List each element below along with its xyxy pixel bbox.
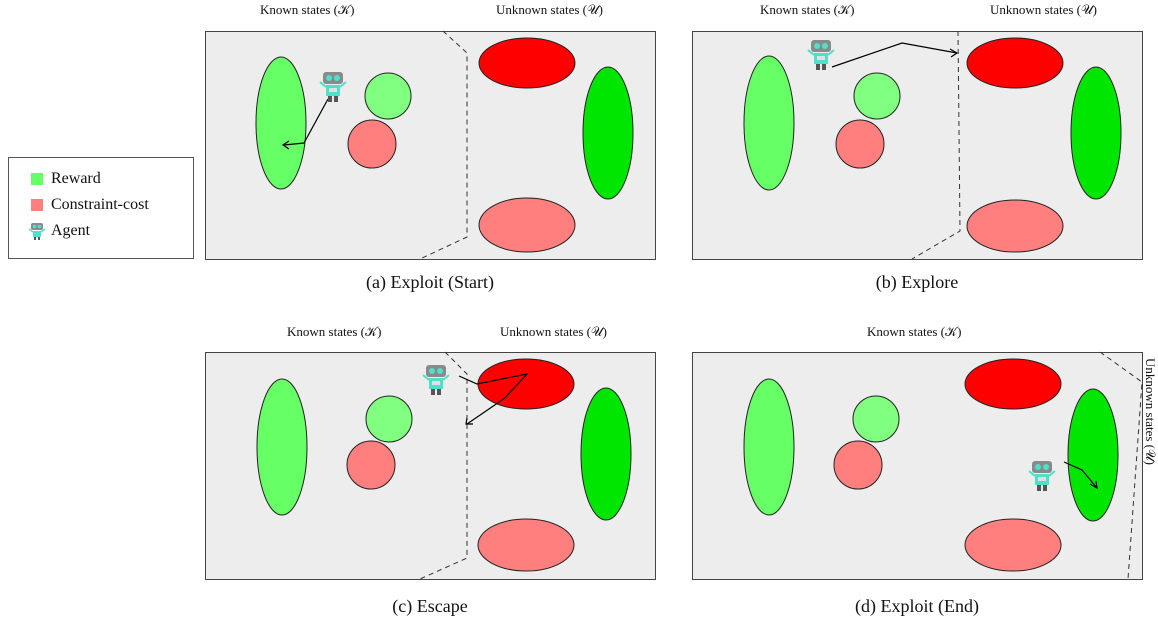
agent-robot-icon xyxy=(807,40,835,70)
constraint-region xyxy=(477,358,575,410)
constraint-region xyxy=(833,440,883,490)
agent-trajectory xyxy=(283,98,329,146)
agent-trajectory xyxy=(831,42,958,68)
agent-trajectory xyxy=(1063,461,1098,489)
panel-c-known-label: Known states (𝒦) xyxy=(287,324,382,339)
agent-robot-icon xyxy=(1028,461,1056,491)
panel-a-caption: (a) Exploit (Start) xyxy=(366,272,494,292)
agent-robot-icon xyxy=(319,72,347,102)
reward-region xyxy=(743,55,795,191)
constraint-region xyxy=(478,37,576,89)
reward-region xyxy=(364,72,412,120)
agent-trajectory xyxy=(458,373,529,425)
knowledge-boundary xyxy=(1099,351,1143,580)
panel-c-unknown-label: Unknown states (𝒰) xyxy=(500,324,608,339)
panel-b-caption: (b) Explore xyxy=(875,272,959,292)
constraint-region xyxy=(477,518,575,572)
panel-d xyxy=(692,351,1143,580)
panel-c-caption: (c) Escape xyxy=(392,596,468,616)
panel-b-known-label: Known states (𝒦) xyxy=(760,2,855,17)
reward-swatch xyxy=(31,173,43,185)
reward-region xyxy=(365,395,413,443)
constraint-region xyxy=(835,119,885,169)
arrow-head xyxy=(1089,480,1098,490)
robot-icon xyxy=(29,223,45,240)
legend-label-agent: Agent xyxy=(51,222,91,239)
panel-d-unknown-label: Unknown states (𝒰) xyxy=(1143,358,1158,466)
panel-c xyxy=(205,351,656,580)
reward-region xyxy=(255,56,307,190)
reward-region xyxy=(582,66,634,200)
reward-region xyxy=(853,72,901,120)
knowledge-boundary xyxy=(911,30,961,260)
reward-region xyxy=(852,395,900,443)
panel-a-known-label: Known states (𝒦) xyxy=(260,2,355,17)
arrow-head xyxy=(949,48,959,58)
constraint-region xyxy=(966,37,1064,89)
arrow-head xyxy=(465,417,473,425)
legend-label-constraint: Constraint-cost xyxy=(51,196,149,213)
reward-region xyxy=(256,378,308,516)
constraint-region xyxy=(346,440,396,490)
panel-a-unknown-label: Unknown states (𝒰) xyxy=(496,2,604,17)
reward-region xyxy=(580,387,632,521)
panel-a xyxy=(205,30,656,260)
constraint-region xyxy=(478,197,576,253)
agent-robot-icon xyxy=(422,365,450,395)
panel-d-caption: (d) Exploit (End) xyxy=(855,596,979,616)
constraint-region xyxy=(964,358,1062,410)
reward-region xyxy=(1070,66,1122,200)
legend-label-reward: Reward xyxy=(51,170,101,187)
reward-region xyxy=(1067,388,1119,522)
legend: Reward Constraint-cost Agent xyxy=(8,157,194,259)
constraint-swatch xyxy=(31,199,43,211)
constraint-region xyxy=(964,518,1062,572)
constraint-region xyxy=(347,119,397,169)
panel-d-known-label: Known states (𝒦) xyxy=(867,324,962,339)
panel-b-unknown-label: Unknown states (𝒰) xyxy=(990,2,1098,17)
arrow-head xyxy=(281,140,290,150)
panel-b xyxy=(692,30,1143,260)
constraint-region xyxy=(966,199,1064,253)
reward-region xyxy=(743,378,795,516)
